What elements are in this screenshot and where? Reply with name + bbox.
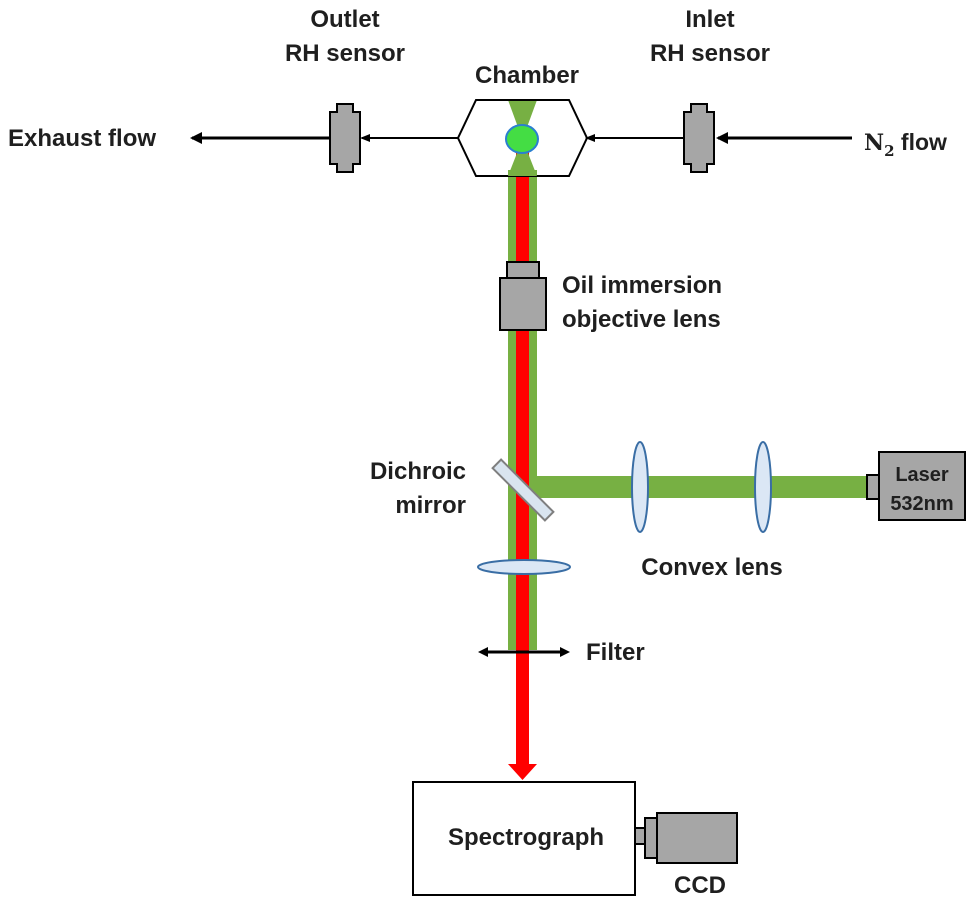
objective-lens [499,261,547,331]
inlet-rh-sensor [683,103,715,173]
convex-lens-2 [754,441,772,533]
spectrograph-label: Spectrograph [448,824,604,851]
ccd-camera [634,812,738,864]
objective-label-line2: objective lens [562,306,721,333]
n2-flow-line [716,132,852,144]
filter [478,647,570,657]
chamber-lower-cone [508,148,537,176]
n2-symbol: N [864,130,884,156]
red-beam [516,150,529,766]
n2-flow-word: flow [895,129,947,155]
n2-flow-label: N2 flow [864,129,947,160]
inlet-to-chamber-line [585,134,684,142]
outlet-rh-sensor [329,103,361,173]
inlet-label-line2: RH sensor [650,40,770,67]
objective-label-line1: Oil immersion [562,272,722,299]
collection-lens [477,559,571,575]
inlet-label-line1: Inlet [685,6,734,33]
filter-label: Filter [586,639,645,666]
spectrograph [412,781,636,896]
dichroic-label-line2: mirror [395,492,466,519]
green-beam-horizontal [520,476,870,498]
chamber [456,99,589,177]
chamber-to-outlet-line [360,134,458,142]
laser-label-line2: 532nm [890,493,953,515]
droplet [505,124,539,154]
n2-subscript: 2 [884,142,894,160]
chamber-label: Chamber [475,62,579,89]
dichroic-label-line1: Dichroic [370,458,466,485]
outlet-label-line2: RH sensor [285,40,405,67]
exhaust-flow-line [190,132,330,144]
red-beam-arrowhead [508,764,537,780]
laser [866,451,966,521]
convex-lens-1 [631,441,649,533]
convex-lens-label: Convex lens [641,554,782,581]
green-focus-cone [508,100,537,130]
outlet-label-line1: Outlet [310,6,379,33]
laser-label-line1: Laser [895,464,949,486]
dichroic-mirror [491,458,555,522]
exhaust-flow-label: Exhaust flow [8,125,156,152]
ccd-label: CCD [674,872,726,899]
